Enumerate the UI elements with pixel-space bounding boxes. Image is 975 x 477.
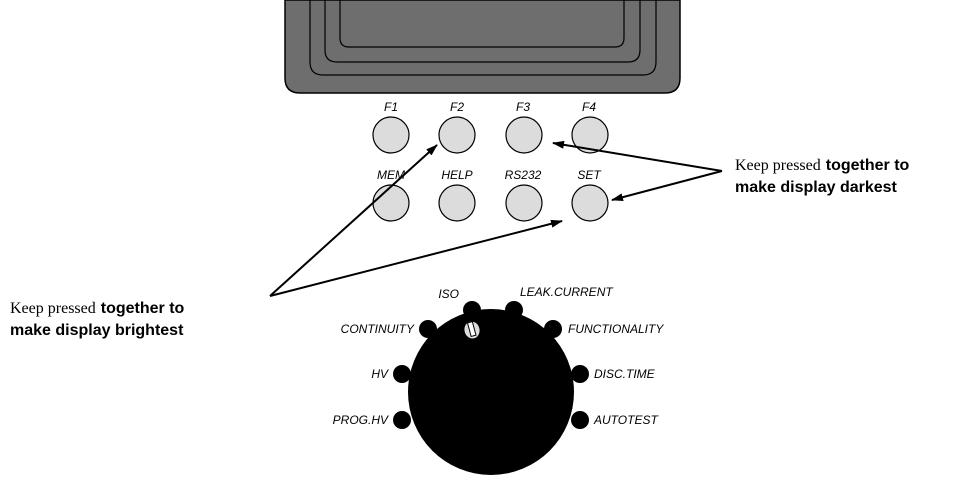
selector-dot-functionality[interactable] bbox=[544, 320, 562, 338]
selector-label-prog-hv: PROG.HV bbox=[333, 413, 389, 427]
key-label-rs232: RS232 bbox=[505, 168, 542, 182]
selector-dot-continuity[interactable] bbox=[419, 320, 437, 338]
arrow-to-f2 bbox=[269, 144, 438, 297]
key-label-help: HELP bbox=[441, 168, 472, 182]
selector-dot-leak-current[interactable] bbox=[505, 301, 523, 319]
selector-label-hv: HV bbox=[371, 367, 389, 381]
key-label-f3: F3 bbox=[516, 100, 530, 114]
note-brightest-prefix: Keep pressed bbox=[10, 300, 96, 317]
rs232-button[interactable] bbox=[505, 184, 543, 222]
f4-button[interactable] bbox=[571, 116, 609, 154]
function-selector: ISO LEAK.CURRENT CONTINUITY FUNCTIONALIT… bbox=[333, 285, 664, 475]
note-brightest: Keep pressed together to make display bri… bbox=[10, 300, 185, 339]
selector-label-continuity: CONTINUITY bbox=[341, 322, 415, 336]
note-darkest-suffix: together to bbox=[826, 157, 910, 174]
note-darkest: Keep pressed together to make display dar… bbox=[735, 157, 910, 196]
f3-button[interactable] bbox=[505, 116, 543, 154]
mem-button[interactable] bbox=[372, 184, 410, 222]
selector-label-autotest: AUTOTEST bbox=[593, 413, 659, 427]
selector-label-leak-current: LEAK.CURRENT bbox=[520, 285, 614, 299]
callout-arrows bbox=[269, 140, 723, 297]
f2-button[interactable] bbox=[438, 116, 476, 154]
arrow-to-f3 bbox=[552, 140, 723, 172]
selector-label-disc-time: DISC.TIME bbox=[594, 367, 656, 381]
help-button[interactable] bbox=[438, 184, 476, 222]
set-button[interactable] bbox=[571, 184, 609, 222]
selector-dial[interactable] bbox=[408, 309, 574, 475]
key-label-mem: MEM bbox=[377, 168, 405, 182]
key-label-f4: F4 bbox=[582, 100, 596, 114]
note-darkest-line2: make display darkest bbox=[735, 179, 898, 196]
selector-label-functionality: FUNCTIONALITY bbox=[568, 322, 664, 336]
display-housing bbox=[284, 0, 681, 94]
note-darkest-prefix: Keep pressed bbox=[735, 157, 821, 174]
key-label-f2: F2 bbox=[450, 100, 464, 114]
note-brightest-suffix: together to bbox=[101, 300, 185, 317]
note-brightest-line2: make display brightest bbox=[10, 322, 184, 339]
arrow-to-set bbox=[611, 170, 723, 202]
keypad-row-1: F1 F2 F3 F4 bbox=[372, 100, 609, 154]
selector-dot-iso[interactable] bbox=[463, 301, 481, 319]
arrow-to-rs232 bbox=[269, 219, 563, 297]
selector-dot-disc-time[interactable] bbox=[571, 365, 589, 383]
selector-pointer bbox=[463, 320, 481, 340]
keypad-row-2: MEM HELP RS232 SET bbox=[372, 168, 609, 222]
key-label-f1: F1 bbox=[384, 100, 398, 114]
selector-dot-autotest[interactable] bbox=[571, 411, 589, 429]
selector-dot-hv[interactable] bbox=[393, 365, 411, 383]
f1-button[interactable] bbox=[372, 116, 410, 154]
display-screen bbox=[339, 0, 625, 48]
selector-dot-prog-hv[interactable] bbox=[393, 411, 411, 429]
key-label-set: SET bbox=[577, 168, 602, 182]
selector-label-iso: ISO bbox=[438, 287, 459, 301]
